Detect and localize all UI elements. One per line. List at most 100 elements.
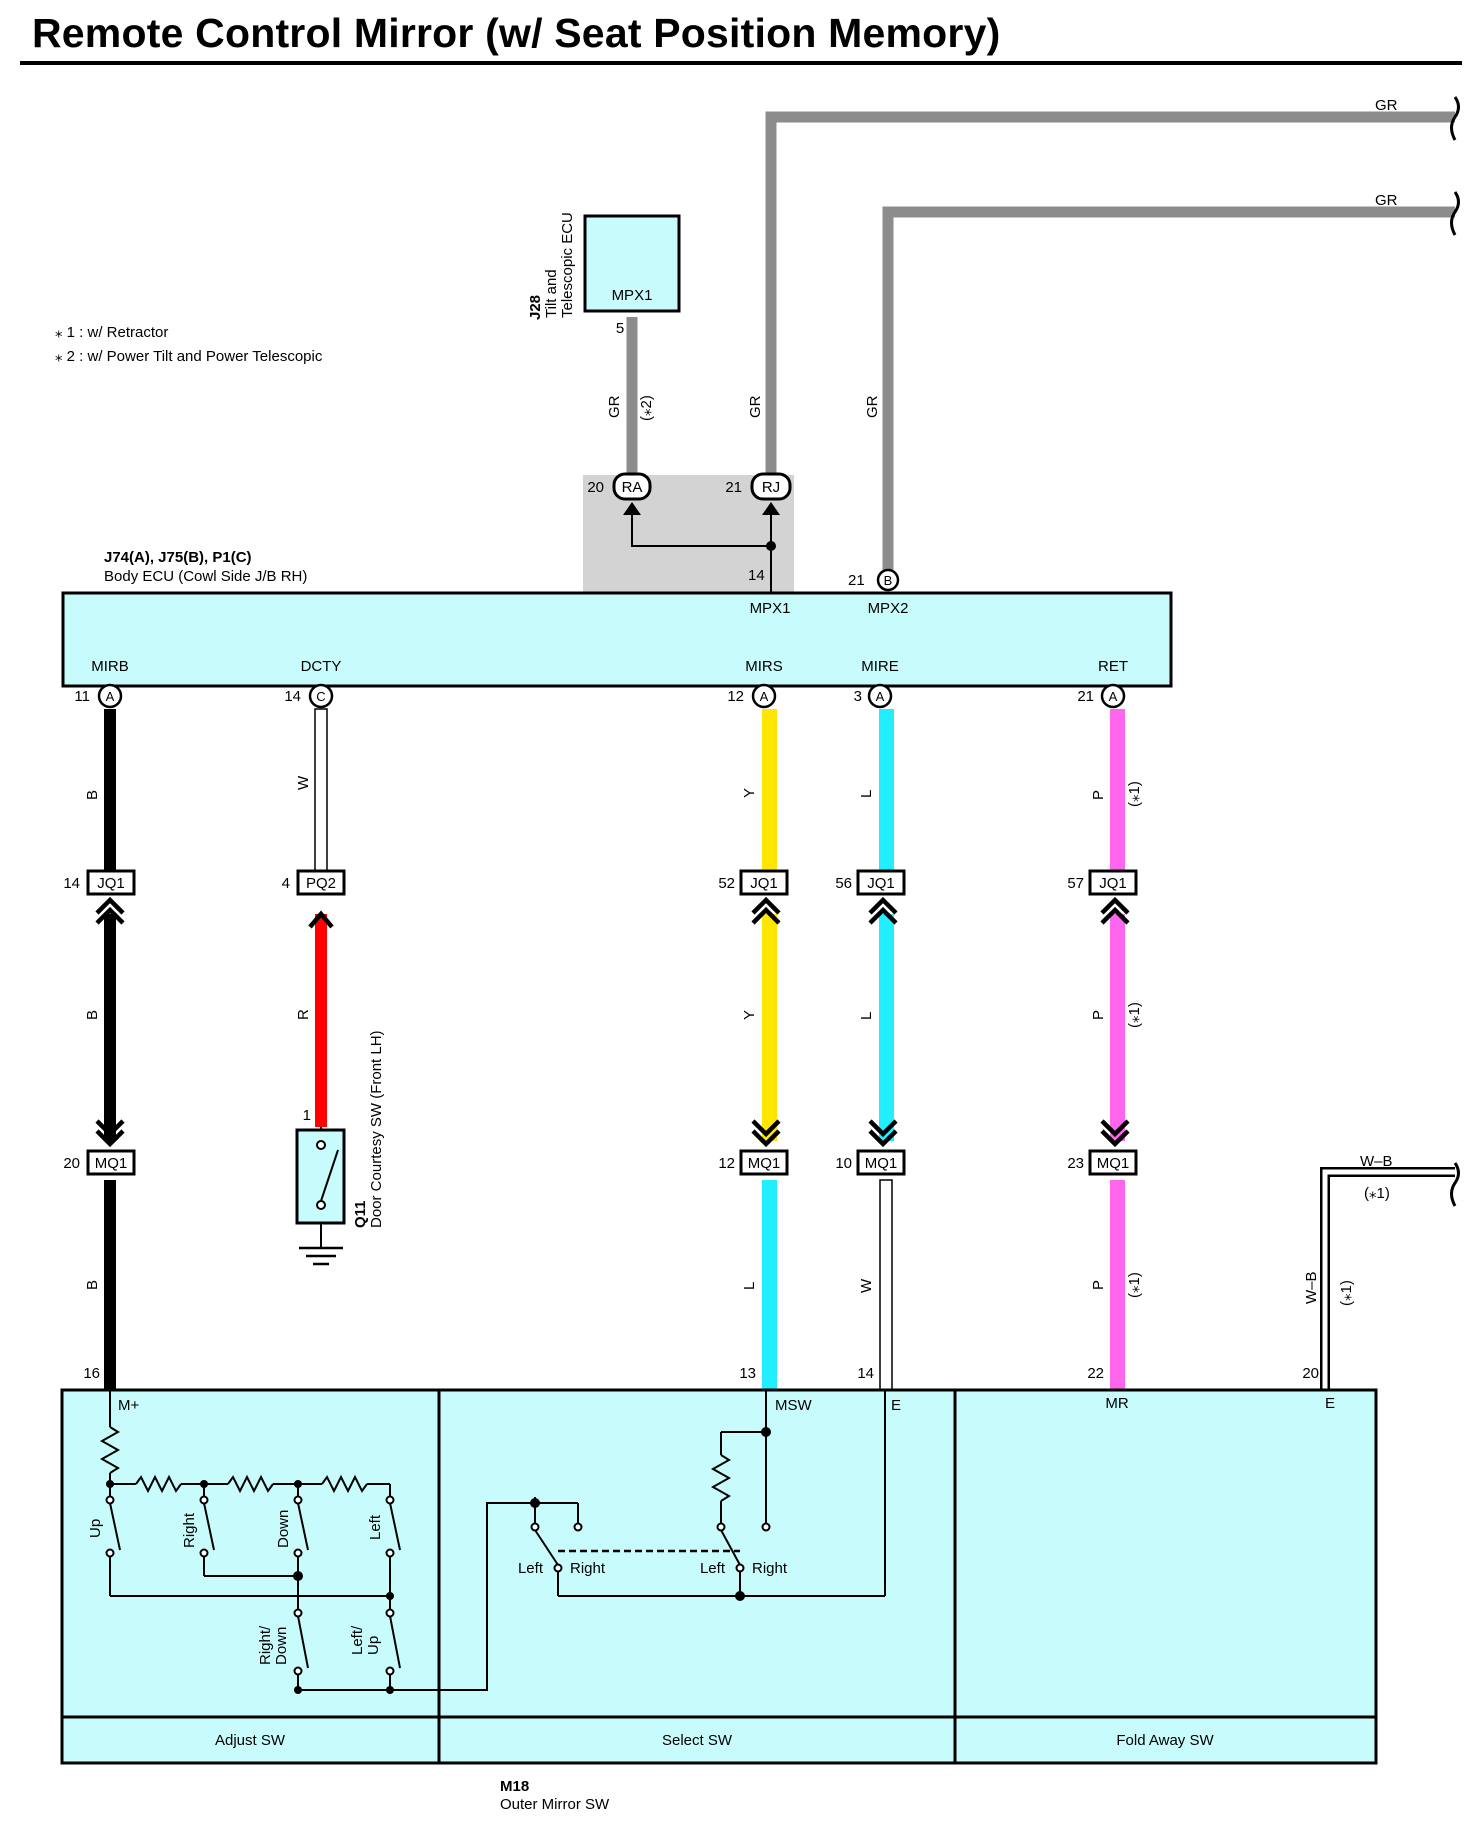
m18-code: M18 [500,1778,529,1795]
j1-dcty-pin: 4 [282,875,290,892]
ecu-terminal-ret: RET [1098,658,1128,675]
j1-mirs-pin: 52 [718,875,735,892]
wire-label-mirs-1: Y [741,788,758,798]
connector-rj: RJ 21 [725,472,792,515]
wire-label-mirb-3: B [84,1280,101,1290]
wire-label-wb: W–B [1303,1271,1320,1304]
sw-pin-16: 16 [83,1365,100,1382]
wire-label-dcty-2: R [295,1009,312,1020]
q11-name: Door Courtesy SW (Front LH) [368,1030,385,1228]
wire-label-mirb-2: B [84,1010,101,1020]
wire-label-ret-2: P [1090,1010,1107,1020]
j28-terminal: MPX1 [612,287,653,304]
ecu-terminal-mirs: MIRS [745,658,783,675]
adjust-sw-junctions [106,1480,394,1694]
connector-ra-pin: 20 [587,479,604,496]
wire-label-ret-1: P [1090,790,1107,800]
ecu-pin-ret-conn: A [1109,689,1118,704]
wire-note-ret-2: (⁎1) [1126,1002,1143,1028]
mpx-jumper [631,515,772,593]
sw-terminal-e1: E [891,1397,901,1414]
wire-label-mirs-2: Y [741,1010,758,1020]
j28-ecu-box [583,214,681,313]
section-adjust-sw: Adjust SW [215,1732,286,1749]
adjust-label-left-up-l2: Up [365,1636,382,1655]
ecu-pin-mirs: 12 [727,688,744,705]
mpx-splice [766,541,776,551]
ecu-pin-mire-conn: A [876,689,885,704]
wire-breaks-right [1450,96,1460,1207]
adjust-label-left: Left [367,1514,384,1540]
connector-rj-label: RJ [762,479,780,496]
chevron-dcty-up [308,910,334,929]
wb-right-note: (⁎1) [1364,1185,1390,1202]
q11-pin: 1 [303,1107,311,1124]
ecu-pin-ret: 21 [1077,688,1094,705]
j1-ret-pin: 57 [1067,875,1084,892]
wb-right-label: W–B [1360,1153,1393,1170]
gr-wire-label-2: GR [747,395,764,418]
j1-mirb-pin: 14 [63,875,80,892]
j2-connectors [86,1149,1138,1176]
ecu-pin-mirb: 11 [74,688,90,705]
ecu-pin-mire: 3 [854,688,862,705]
wire-label-mirb-1: B [84,790,101,800]
body-ecu-code: J74(A), J75(B), P1(C) [104,549,252,566]
gr-wire-label-1: GR [606,395,623,418]
gr-label-top2: GR [1375,192,1398,209]
ecu-terminal-mpx2: MPX2 [868,600,909,617]
select-sw-contacts [530,1522,771,1573]
wire-label-mire-3: W [858,1278,875,1293]
ecu-terminal-mirb: MIRB [91,658,129,675]
adjust-label-right-down: Right/Down [257,1625,290,1665]
wire-note-ret-3: (⁎1) [1126,1272,1143,1298]
j1-ret-label: JQ1 [1099,875,1127,892]
body-ecu-name: Body ECU (Cowl Side J/B RH) [104,568,307,585]
ecu-top-pin-14: 14 [748,567,765,584]
j1-dcty-label: PQ2 [306,875,336,892]
sw-terminal-e2: E [1325,1395,1335,1412]
j28-name-line1: Tilt and [543,269,560,318]
adjust-label-left-up: Left/Up [349,1625,382,1655]
j28-name-line2: Telescopic ECU [559,212,576,318]
sw-pin-14: 14 [857,1365,874,1382]
wire-label-dcty-1: W [295,775,312,790]
select-label-right-1: Right [570,1560,606,1577]
adjust-label-left-up-l1: Left/ [349,1625,366,1655]
m18-name: Outer Mirror SW [500,1796,610,1813]
j1-mire-pin: 56 [835,875,852,892]
connector-ra-label: RA [622,479,643,496]
wire-label-mire-1: L [858,790,875,798]
adjust-sw-contacts [105,1495,395,1676]
ecu-pin-dcty: 14 [284,688,301,705]
gr-wire-note-1: (⁎2) [638,395,655,421]
door-courtesy-switch: 1 [295,1107,346,1266]
j2-ret-pin: 23 [1067,1155,1084,1172]
adjust-label-right-down-l2: Down [273,1627,290,1665]
sw-pin-20: 20 [1302,1365,1319,1382]
section-select-sw: Select SW [662,1732,733,1749]
j2-mirs-label: MQ1 [748,1155,781,1172]
adjust-label-down: Down [275,1510,292,1548]
title-rule [20,61,1462,65]
section-fold-away-sw: Fold Away SW [1116,1732,1214,1749]
gr-wire-label-3: GR [864,395,881,418]
j28-pin: 5 [616,320,624,337]
j2-ret-label: MQ1 [1097,1155,1130,1172]
j1-mirs-label: JQ1 [750,875,778,892]
gr-label-top1: GR [1375,97,1398,114]
j28-name: Tilt andTelescopic ECU [543,212,576,318]
ecu-pin-mirs-conn: A [760,689,769,704]
ecu-terminal-mpx1: MPX1 [750,600,791,617]
select-sw-circuit [534,1391,886,1597]
sw-terminal-mr: MR [1105,1395,1128,1412]
ecu-terminal-mire: MIRE [861,658,899,675]
j28-code: J28 [527,295,544,320]
select-label-left-1: Left [518,1560,544,1577]
note-power-tilt: ⁎ 2 : w/ Power Tilt and Power Telescopic [55,348,323,365]
circuit-wires [104,708,1455,1392]
sw-terminal-mplus: M+ [118,1397,139,1414]
adjust-label-right-down-l1: Right/ [257,1625,274,1665]
j1-mirb-label: JQ1 [97,875,125,892]
